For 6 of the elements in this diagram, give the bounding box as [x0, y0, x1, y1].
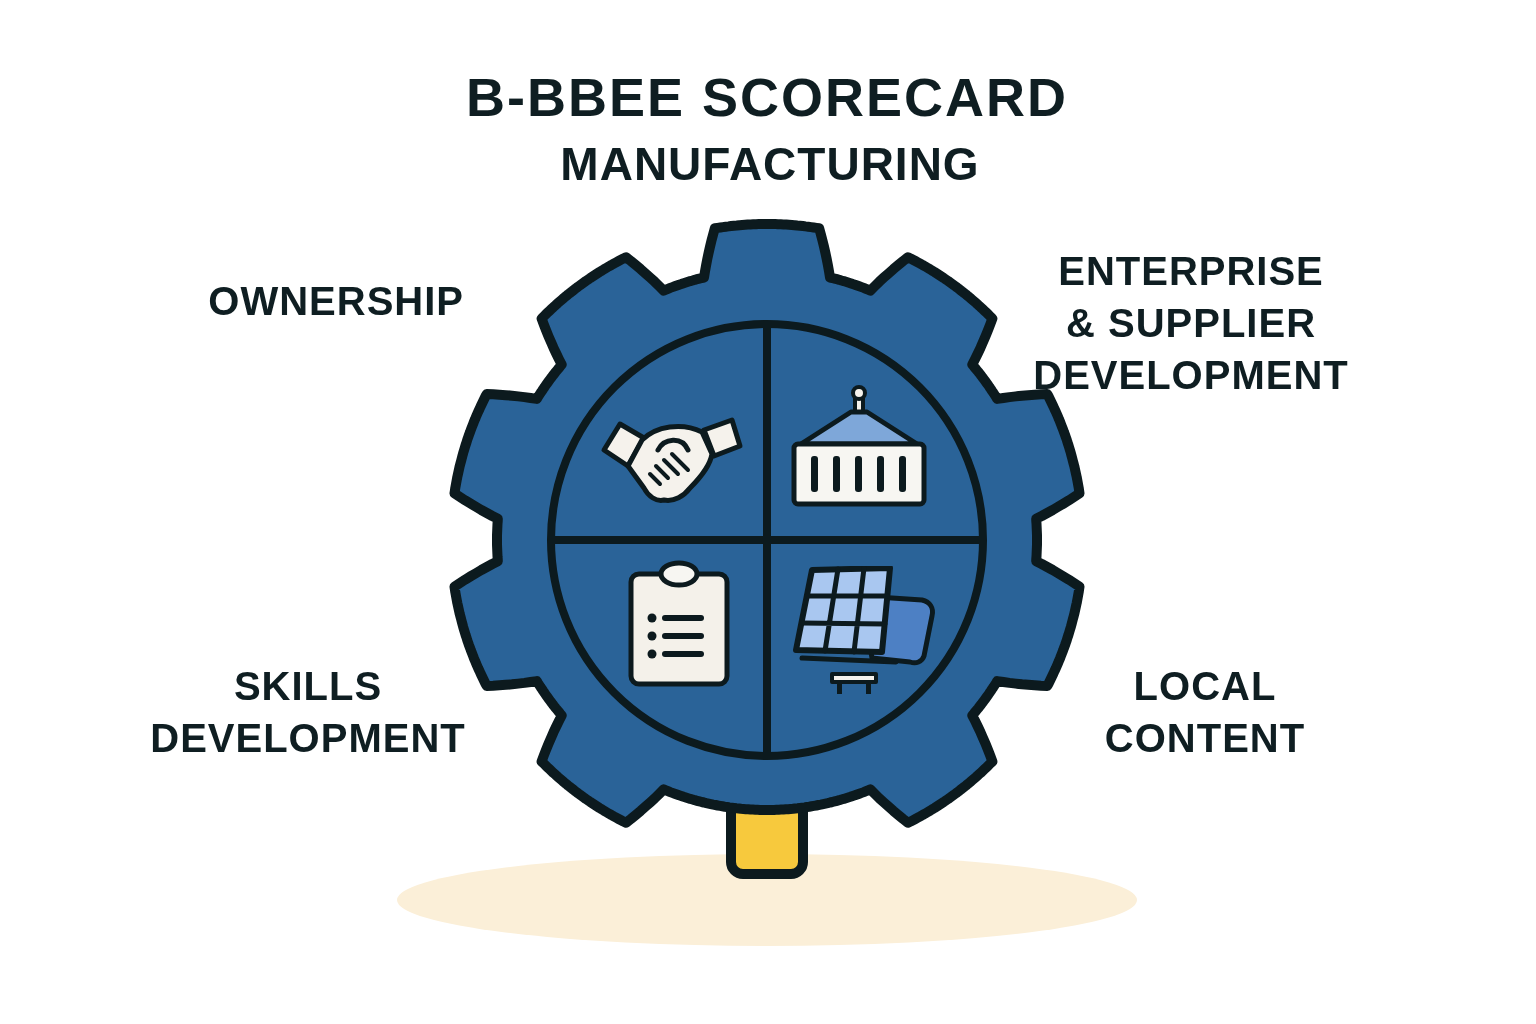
subtitle: MANUFACTURING: [560, 138, 980, 190]
category-label: OWNERSHIP: [208, 278, 464, 325]
category-label: LOCAL CONTENT: [1104, 663, 1306, 762]
category-label: ENTERPRISE & SUPPLIER DEVELOPMENT: [1033, 248, 1349, 399]
title: B-BBEE SCORECARD: [466, 66, 1068, 128]
category-label: SKILLS DEVELOPMENT: [150, 663, 466, 762]
